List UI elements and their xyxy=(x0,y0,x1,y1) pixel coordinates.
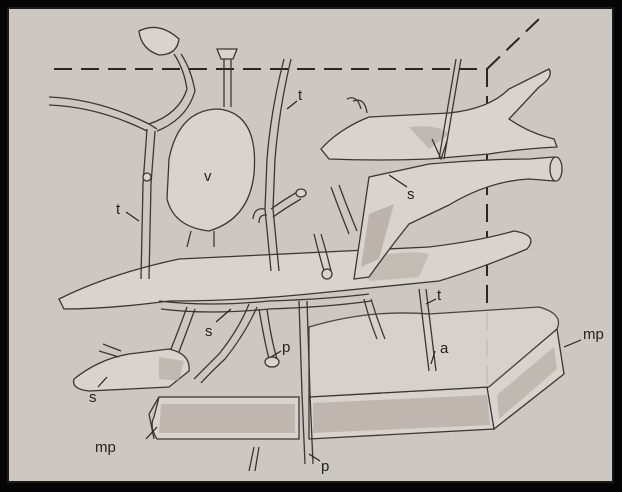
label-p-mid: p xyxy=(282,339,290,356)
label-mp-right: mp xyxy=(583,326,604,343)
figure-frame: v t t t s s s p p a mp mp xyxy=(7,7,614,483)
left-lower-vessel xyxy=(74,344,190,391)
label-s-left: s xyxy=(89,389,97,406)
label-a: a xyxy=(440,340,449,357)
label-v: v xyxy=(204,168,212,185)
label-s-mid: s xyxy=(205,323,213,340)
label-s-right: s xyxy=(407,186,415,203)
label-t-left: t xyxy=(116,201,121,218)
main-vessel xyxy=(59,231,531,309)
vascular-diagram: v t t t s s s p p a mp mp xyxy=(9,9,614,483)
label-t-right: t xyxy=(437,287,442,304)
label-p-bottom: p xyxy=(321,458,329,475)
label-mp-left: mp xyxy=(95,439,116,456)
vesicle-v xyxy=(167,49,255,247)
label-t-top: t xyxy=(298,87,303,104)
